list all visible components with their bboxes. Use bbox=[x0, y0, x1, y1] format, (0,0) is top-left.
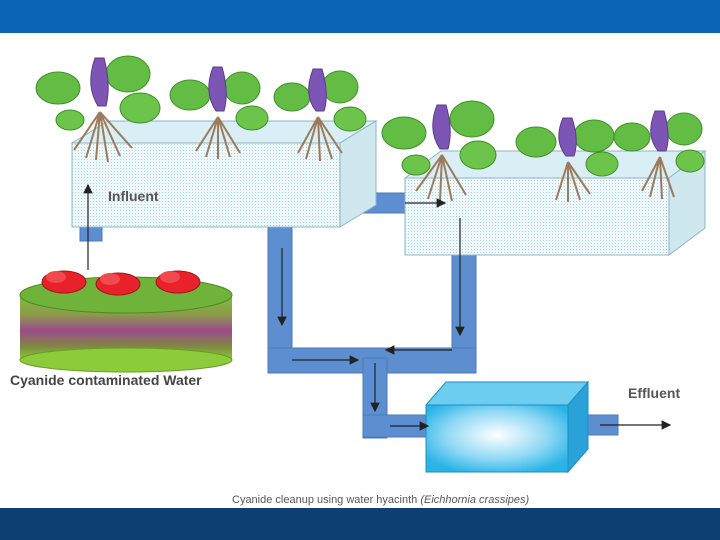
caption-text: Cyanide cleanup using water hyacinth bbox=[232, 494, 421, 506]
hyacinth-plant bbox=[273, 68, 367, 162]
cyanide-blob bbox=[155, 270, 201, 294]
hyacinth-plant bbox=[515, 117, 619, 202]
effluent-label: Effluent bbox=[628, 385, 681, 401]
flow-arrows bbox=[83, 183, 672, 431]
hyacinth-plant bbox=[169, 66, 269, 159]
footer-band bbox=[0, 508, 720, 540]
hyacinth-treatment-diagram bbox=[19, 55, 707, 474]
caption-species: (Eichhornia crassipes) bbox=[420, 494, 530, 506]
wetland-tank-1 bbox=[70, 120, 378, 228]
cyanide-blob bbox=[95, 272, 141, 296]
header-band bbox=[0, 0, 720, 33]
hyacinth-plant bbox=[381, 100, 497, 202]
contaminated-water-source bbox=[19, 270, 233, 373]
source-label: Cyanide contaminated Water bbox=[10, 372, 202, 388]
hyacinth-plant bbox=[35, 55, 161, 163]
final-treatment-tank bbox=[424, 380, 590, 474]
figure-caption: Cyanide cleanup using water hyacinth (Ei… bbox=[232, 494, 529, 506]
hyacinth-plant bbox=[613, 110, 705, 200]
pipe-network bbox=[79, 192, 619, 439]
influent-label: Influent bbox=[108, 188, 159, 204]
water-hyacinth-plants bbox=[35, 55, 705, 202]
cyanide-blob bbox=[41, 270, 87, 294]
